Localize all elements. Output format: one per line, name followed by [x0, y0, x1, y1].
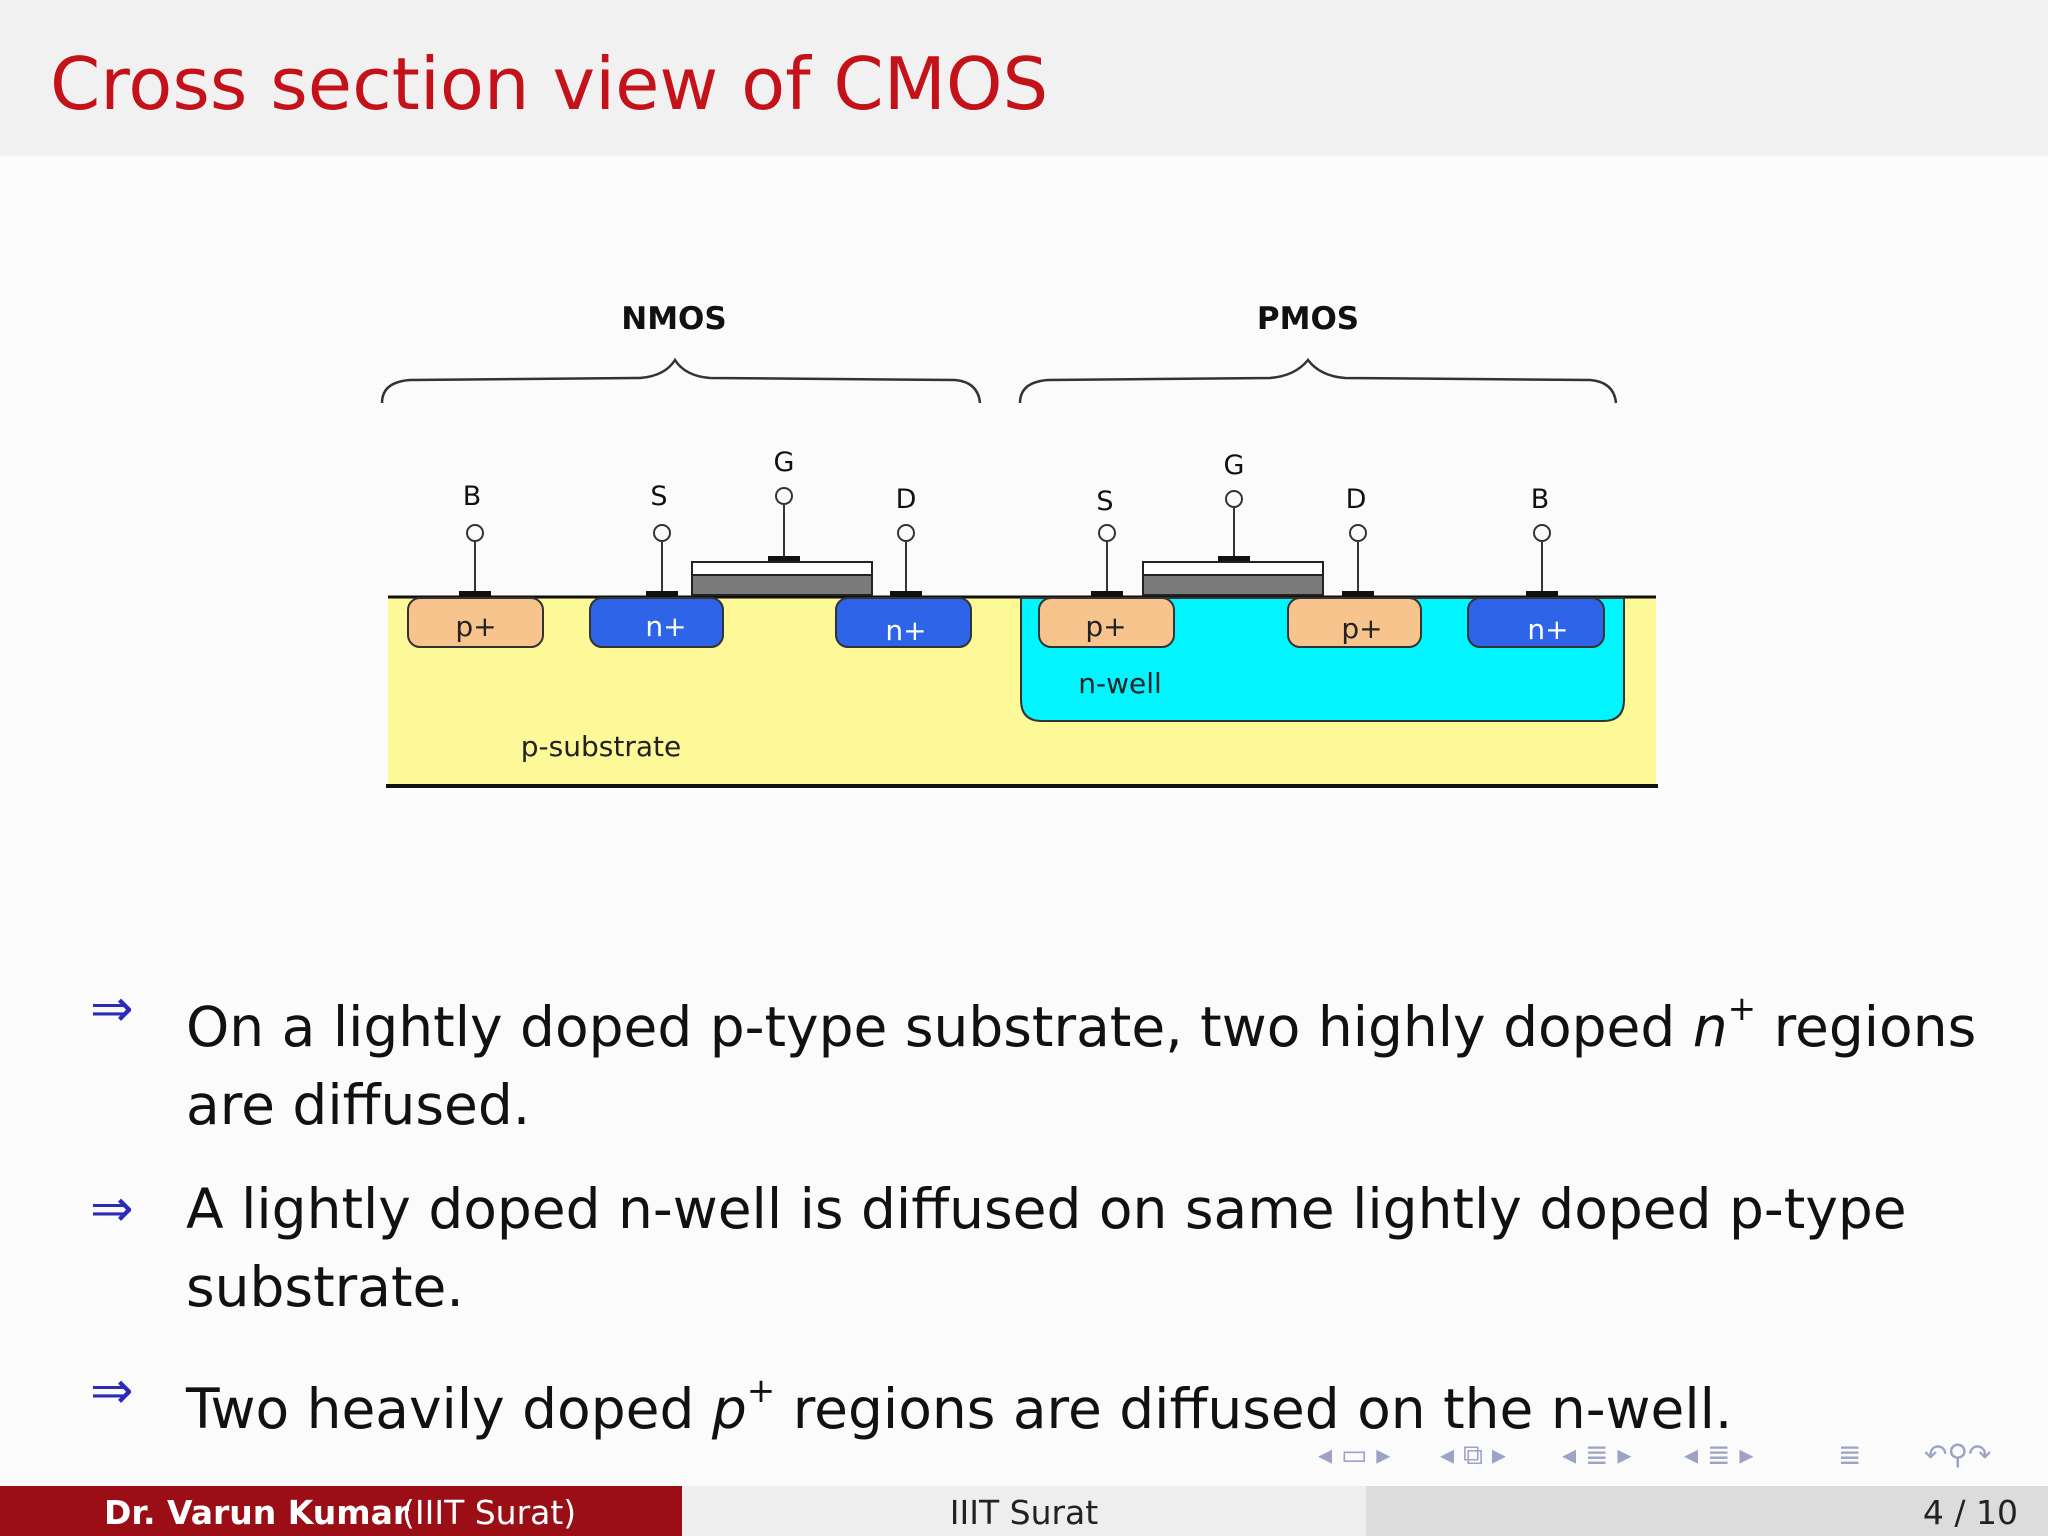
implies-arrow-icon: ⇒ [90, 1179, 134, 1239]
region-label-pmos-drain: p+ [1341, 612, 1382, 645]
pmos-terminal-s: S [1096, 486, 1113, 517]
nmos-brace [380, 357, 982, 404]
nmos-terminal-g: G [774, 447, 795, 478]
implies-arrow-icon: ⇒ [90, 979, 134, 1039]
terminal-leads [466, 487, 1551, 592]
region-label-nmos-drain: n+ [885, 614, 926, 647]
nmos-label: NMOS [621, 301, 726, 337]
pmos-label: PMOS [1257, 301, 1359, 337]
bullet-item: ⇒ Two heavily doped p+ regions are diffu… [90, 1352, 1990, 1448]
footer-author-box: Dr. Varun Kumar (IIIT Surat) [0, 1486, 682, 1536]
region-label-nmos-source: n+ [645, 610, 686, 643]
bullet-list: ⇒ On a lightly doped p-type substrate, t… [90, 970, 1990, 1474]
nmos-drain-n-plus [835, 597, 972, 648]
implies-arrow-icon: ⇒ [90, 1361, 134, 1421]
region-label-pmos-source: p+ [1085, 610, 1126, 643]
title-bar: Cross section view of CMOS [0, 0, 2048, 156]
nmos-gate-poly [691, 561, 873, 576]
pmos-terminal-d: D [1346, 484, 1367, 515]
nmos-terminal-b: B [463, 481, 482, 512]
bullet-item: ⇒ On a lightly doped p-type substrate, t… [90, 970, 1990, 1144]
n-well-label: n-well [1078, 667, 1162, 700]
footer-institute: IIIT Surat [949, 1493, 1099, 1532]
nav-search-undo-icon[interactable]: ↶⚲↷ [1924, 1438, 1992, 1471]
footer-page-box: 4 / 10 [1366, 1486, 2048, 1536]
pmos-drain-p-plus [1287, 597, 1422, 648]
nav-subsection-icon[interactable]: ◂ ⧉ ▸ [1440, 1438, 1506, 1471]
p-substrate-label: p-substrate [521, 730, 681, 763]
pmos-terminal-g: G [1224, 450, 1245, 481]
pmos-gate-poly [1142, 561, 1324, 576]
pmos-source-p-plus [1038, 597, 1175, 648]
nav-document-icon[interactable]: ◂ ≣ ▸ [1684, 1438, 1754, 1471]
footer-institute-short: (IIIT Surat) [402, 1493, 577, 1532]
nmos-body-p-plus [407, 597, 544, 648]
page-number: 4 / 10 [1922, 1493, 2018, 1532]
nav-frame-icon[interactable]: ◂ ▭ ▸ [1318, 1438, 1391, 1471]
beamer-navigation: ◂ ▭ ▸ ◂ ⧉ ▸ ◂ ≣ ▸ ◂ ≣ ▸ ≣ ↶⚲↷ [1310, 1438, 2030, 1478]
slide-title: Cross section view of CMOS [50, 42, 1049, 126]
pmos-gate-oxide [1142, 574, 1324, 596]
nav-appendix-icon[interactable]: ≣ [1838, 1438, 1862, 1471]
footer-center-box: IIIT Surat [682, 1486, 1366, 1536]
region-label-pmos-body: n+ [1527, 613, 1568, 646]
pmos-terminal-b: B [1531, 484, 1550, 515]
bullet-item: ⇒ A lightly doped n-well is diffused on … [90, 1170, 1990, 1326]
nmos-source-n-plus [589, 597, 724, 648]
pmos-brace [1018, 357, 1618, 404]
pmos-body-n-plus [1467, 597, 1605, 648]
region-label-nmos-body: p+ [455, 610, 496, 643]
nmos-gate-oxide [691, 574, 873, 596]
contact-bars [459, 556, 1558, 596]
nav-section-icon[interactable]: ◂ ≣ ▸ [1562, 1438, 1632, 1471]
nmos-terminal-s: S [650, 481, 667, 512]
footer-author: Dr. Varun Kumar [104, 1493, 410, 1532]
nmos-terminal-d: D [896, 484, 917, 515]
footer: Dr. Varun Kumar (IIIT Surat) IIIT Surat … [0, 1486, 2048, 1536]
